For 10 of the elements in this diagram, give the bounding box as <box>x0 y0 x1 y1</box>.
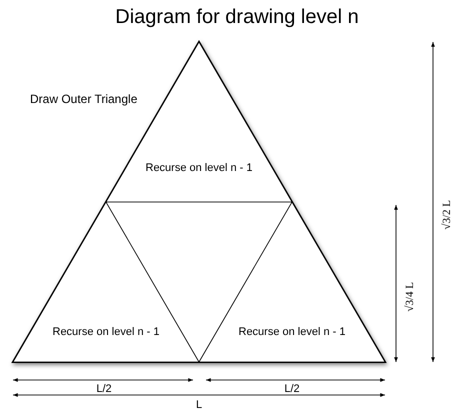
title: Diagram for drawing level n <box>114 6 360 29</box>
triangle-label: Recurse on level n - 1 <box>52 326 160 338</box>
dimension-label: √3/2 L <box>441 200 453 230</box>
dimension-label: L/2 <box>95 383 113 395</box>
dimension-label: L <box>194 399 204 411</box>
triangle-label: Recurse on level n - 1 <box>238 326 346 338</box>
dimension-label: L/2 <box>283 383 301 395</box>
dimension-label: √3/4 L <box>404 282 416 312</box>
heading: Draw Outer Triangle <box>30 92 138 106</box>
triangle-label: Recurse on level n - 1 <box>144 162 254 174</box>
